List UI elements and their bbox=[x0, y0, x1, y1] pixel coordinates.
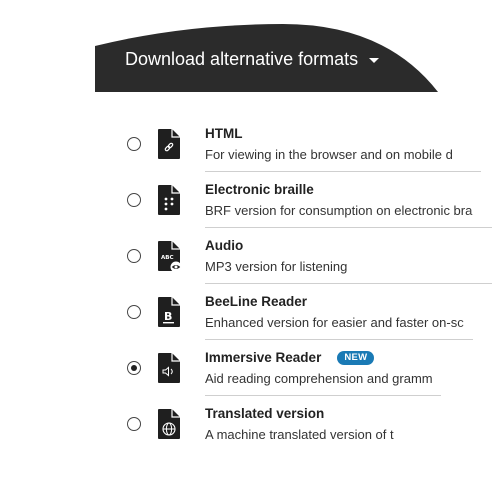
new-badge: NEW bbox=[337, 350, 375, 365]
divider bbox=[205, 339, 473, 340]
format-description-clip: MP3 version for listening bbox=[205, 259, 492, 277]
svg-text:ABC: ABC bbox=[161, 255, 174, 261]
format-option-immersive[interactable]: Immersive Reader NEW Aid reading compreh… bbox=[0, 340, 492, 396]
file-braille-icon bbox=[158, 185, 180, 215]
svg-text:B: B bbox=[164, 310, 172, 323]
format-title: Immersive Reader NEW bbox=[205, 350, 375, 365]
format-description-clip: Aid reading comprehension and gramm bbox=[205, 371, 457, 389]
format-title: BeeLine Reader bbox=[205, 294, 308, 309]
file-globe-icon bbox=[158, 409, 180, 439]
radio-beeline[interactable] bbox=[127, 305, 141, 319]
format-option-beeline[interactable]: B BeeLine Reader Enhanced version for ea… bbox=[0, 284, 492, 340]
format-description: Aid reading comprehension and gramm bbox=[205, 371, 433, 386]
header-title-row[interactable]: Download alternative formats bbox=[125, 49, 380, 70]
radio-immersive[interactable] bbox=[127, 361, 141, 375]
format-option-audio[interactable]: ABC Audio MP3 version for listening bbox=[0, 228, 492, 284]
file-immersive-icon bbox=[158, 353, 180, 383]
divider bbox=[205, 395, 441, 396]
header-title: Download alternative formats bbox=[125, 49, 359, 69]
format-option-translated[interactable]: Translated version A machine translated … bbox=[0, 396, 492, 452]
format-description: BRF version for consumption on electroni… bbox=[205, 203, 473, 218]
format-description: Enhanced version for easier and faster o… bbox=[205, 315, 464, 330]
format-title: HTML bbox=[205, 126, 243, 141]
format-description-clip: For viewing in the browser and on mobile… bbox=[205, 147, 477, 165]
header-background bbox=[95, 24, 438, 92]
format-title: Electronic braille bbox=[205, 182, 314, 197]
format-description: A machine translated version of t bbox=[205, 427, 394, 442]
format-description-clip: BRF version for consumption on electroni… bbox=[205, 203, 492, 221]
format-description: For viewing in the browser and on mobile… bbox=[205, 147, 453, 162]
radio-html[interactable] bbox=[127, 137, 141, 151]
radio-braille[interactable] bbox=[127, 193, 141, 207]
file-link-icon bbox=[158, 129, 180, 159]
format-title: Audio bbox=[205, 238, 244, 253]
divider bbox=[205, 171, 481, 172]
format-option-html[interactable]: HTML For viewing in the browser and on m… bbox=[0, 116, 492, 172]
file-beeline-icon: B bbox=[158, 297, 180, 327]
caret-down-icon bbox=[369, 57, 380, 63]
format-description-clip: A machine translated version of t bbox=[205, 427, 413, 445]
file-audio-icon: ABC bbox=[158, 241, 181, 272]
radio-audio[interactable] bbox=[127, 249, 141, 263]
divider bbox=[205, 227, 492, 228]
download-formats-header[interactable]: Download alternative formats bbox=[95, 24, 492, 92]
format-description: MP3 version for listening bbox=[205, 259, 348, 274]
radio-translated[interactable] bbox=[127, 417, 141, 431]
format-option-braille[interactable]: Electronic braille BRF version for consu… bbox=[0, 172, 492, 228]
format-title: Translated version bbox=[205, 406, 325, 421]
format-description-clip: Enhanced version for easier and faster o… bbox=[205, 315, 481, 333]
divider bbox=[205, 283, 492, 284]
